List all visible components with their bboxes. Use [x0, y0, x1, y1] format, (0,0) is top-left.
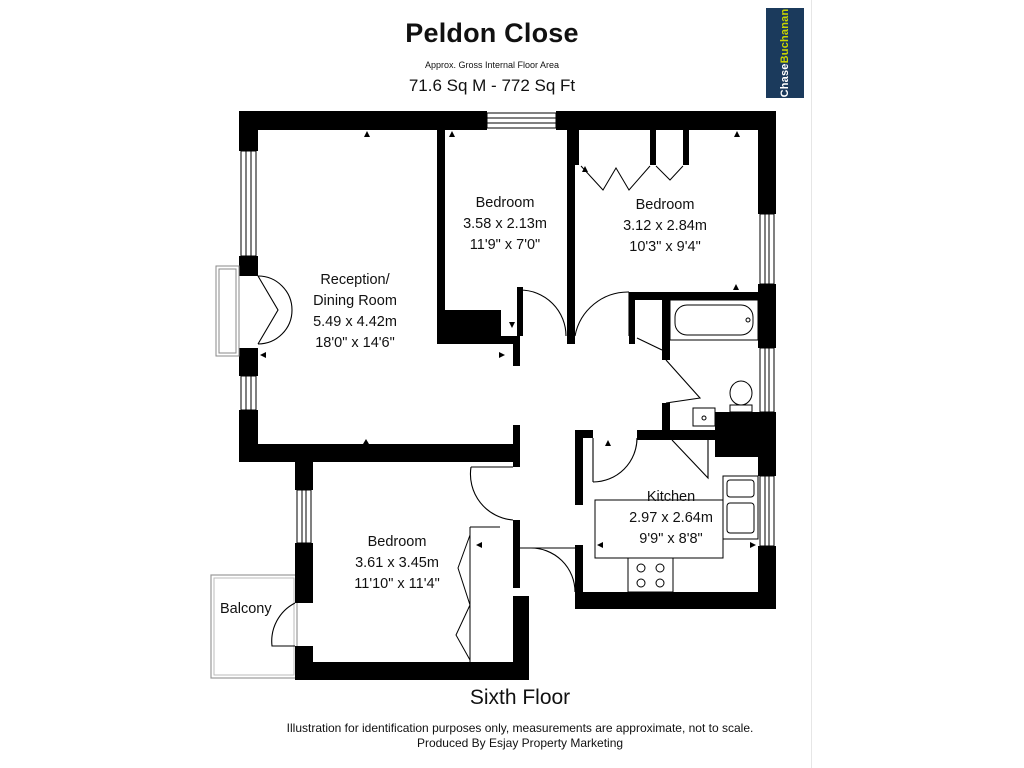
balcony — [210, 574, 298, 679]
room-imperial: 9'9" x 8'8" — [639, 531, 703, 547]
brand-logo: ChaseBuchanan — [766, 8, 804, 98]
kitchen-units — [594, 475, 759, 593]
room-metric: 3.58 x 2.13m — [463, 216, 547, 232]
washbasin — [692, 407, 716, 427]
room-name: Bedroom — [367, 534, 427, 550]
room-metric: 5.49 x 4.42m — [313, 314, 397, 330]
room-name-2: Dining Room — [313, 293, 397, 309]
disclaimer-line-1: Illustration for identification purposes… — [286, 721, 754, 735]
windows — [240, 112, 775, 547]
room-imperial: 10'3" x 9'4" — [629, 239, 701, 255]
area-caption: Approx. Gross Internal Floor Area — [424, 60, 560, 70]
room-bedroom-bottom: Bedroom 3.61 x 3.45m 11'10" x 11'4" — [327, 532, 467, 595]
doors — [257, 275, 709, 647]
disclaimer: Illustration for identification purposes… — [200, 721, 840, 751]
page-frame — [811, 0, 812, 768]
bay-window — [215, 265, 240, 357]
markers — [260, 131, 756, 548]
floor-area: 71.6 Sq M - 772 Sq Ft — [408, 76, 576, 95]
toilet — [729, 380, 753, 413]
floor-label: Sixth Floor — [469, 686, 571, 709]
room-metric: 3.61 x 3.45m — [355, 555, 439, 571]
room-kitchen: Kitchen 2.97 x 2.64m 9'9" x 8'8" — [611, 487, 731, 550]
walls — [239, 111, 776, 680]
disclaimer-line-2: Produced By Esjay Property Marketing — [416, 736, 624, 750]
room-imperial: 18'0" x 14'6" — [315, 335, 395, 351]
room-name: Bedroom — [475, 195, 535, 211]
room-metric: 3.12 x 2.84m — [623, 218, 707, 234]
property-title: Peldon Close — [405, 18, 579, 48]
room-reception: Reception/ Dining Room 5.49 x 4.42m 18'0… — [285, 270, 425, 354]
room-name: Reception/ — [320, 272, 390, 288]
room-balcony: Balcony — [220, 601, 272, 617]
room-metric: 2.97 x 2.64m — [629, 510, 713, 526]
room-name: Bedroom — [635, 197, 695, 213]
room-bedroom-right: Bedroom 3.12 x 2.84m 10'3" x 9'4" — [600, 195, 730, 258]
room-imperial: 11'9" x 7'0" — [469, 237, 541, 253]
wardrobe-doors — [580, 165, 684, 191]
wardrobe-bottom — [455, 526, 500, 662]
bathtub — [669, 299, 759, 341]
room-bedroom-small: Bedroom 3.58 x 2.13m 11'9" x 7'0" — [445, 193, 565, 256]
room-imperial: 11'10" x 11'4" — [354, 576, 440, 592]
room-name: Kitchen — [646, 489, 696, 505]
